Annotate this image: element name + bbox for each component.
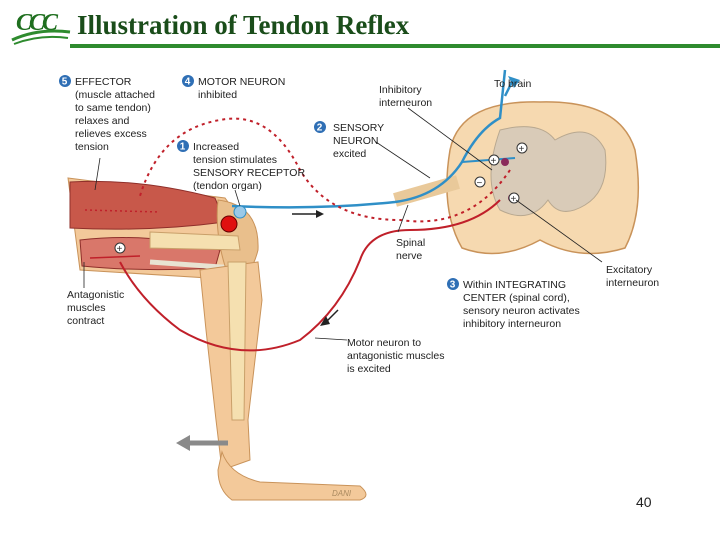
to-brain-arrowhead: [508, 76, 520, 88]
motor-direction-arrowhead: [320, 316, 330, 326]
step-5-number: 5: [62, 77, 68, 88]
leader-sensory-receptor: [234, 189, 241, 207]
motor-neuron-antagonistic-line-3: is excited: [347, 363, 391, 375]
step-3-line-2: CENTER (spinal cord),: [463, 292, 570, 304]
plus-sign-circle-4: [114, 242, 126, 254]
step-5-line-3: to same tendon): [75, 102, 151, 114]
excitatory-interneuron-line-2: interneuron: [606, 277, 659, 289]
minus-sign-circle: [474, 176, 486, 188]
to-brain-label: To brain: [494, 78, 532, 90]
leader-inhibitory-interneuron: [407, 107, 493, 171]
step-2-line-2: NEURON: [333, 135, 379, 147]
step-5-line-4: relaxes and: [75, 115, 129, 127]
step-5-badge: [59, 75, 71, 87]
plus-sign-3: +: [511, 194, 517, 205]
step-1-line-3: SENSORY RECEPTOR: [193, 167, 305, 179]
antagonistic-muscles-line-3: contract: [67, 315, 104, 327]
step-3-label: 3 Within INTEGRATING CENTER (spinal cord…: [447, 278, 580, 330]
step-3-line-3: sensory neuron activates: [463, 305, 580, 317]
step-3-number: 3: [450, 280, 456, 291]
step-2-line-3: excited: [333, 148, 366, 160]
plus-sign-circle-1: [488, 154, 500, 166]
plus-sign-4: +: [117, 244, 123, 255]
step-2-line-1: SENSORY: [333, 122, 384, 134]
sensory-direction-arrowhead: [316, 210, 324, 218]
sensory-neuron: [231, 69, 507, 209]
step-1-line-4: (tendon organ): [193, 180, 262, 192]
motor-neuron-antagonistic-line-1: Motor neuron to: [347, 337, 421, 349]
leader-spinal-nerve: [397, 204, 409, 233]
leg-movement-arrowhead: [176, 435, 190, 451]
foot: [217, 450, 367, 501]
step-4-label: 4 MOTOR NEURON inhibited: [182, 75, 285, 101]
tendon-organ-receptor: [233, 205, 247, 219]
step-1-line-2: tension stimulates: [193, 154, 277, 166]
artist-signature: DANI: [332, 489, 352, 498]
leader-motor-neuron-antagonistic: [314, 337, 348, 341]
inhibitory-interneuron-body: [501, 158, 509, 166]
step-5-line-2: (muscle attached: [75, 89, 155, 101]
antagonistic-muscles-line-1: Antagonistic: [67, 289, 124, 301]
step-1-number: 1: [180, 142, 186, 153]
step-3-badge: [447, 278, 459, 290]
antagonistic-muscles-line-2: muscles: [67, 302, 106, 314]
step-4-line-2: inhibited: [198, 89, 237, 101]
spinal-nerve-trunk: [393, 175, 460, 207]
spinal-nerve-line-2: nerve: [396, 250, 422, 262]
step-2-number: 2: [317, 123, 323, 134]
inhibitory-interneuron-line-1: Inhibitory: [379, 84, 422, 96]
tibia-bone: [227, 261, 247, 421]
step-2-label: 2 SENSORY NEURON excited: [314, 121, 384, 160]
title-underline: [70, 44, 720, 48]
step-5-line-5: relieves excess: [75, 128, 147, 140]
step-3-line-4: inhibitory interneuron: [463, 318, 561, 330]
motor-neuron-antagonistic-line-2: antagonistic muscles: [347, 350, 444, 362]
step-5-line-6: tension: [75, 141, 109, 153]
plus-sign-2: +: [519, 144, 525, 155]
leader-effector: [94, 157, 101, 191]
step-4-badge: [182, 75, 194, 87]
inhibitory-interneuron-line-2: interneuron: [379, 97, 432, 109]
page-number: 40: [636, 494, 652, 510]
step-2-badge: [314, 121, 326, 133]
leader-excitatory-interneuron: [515, 199, 603, 263]
leader-sensory-neuron: [375, 141, 431, 179]
spinal-nerve-line-1: Spinal: [396, 237, 425, 249]
step-1-label: 1 Increased tension stimulates SENSORY R…: [177, 140, 305, 192]
inhibited-motor-neuron: [139, 117, 511, 223]
step-4-line-1: MOTOR NEURON: [198, 76, 285, 88]
step-5-label: 5 EFFECTOR (muscle attached to same tend…: [59, 75, 155, 153]
step-1-badge: [177, 140, 189, 152]
step-3-line-1: Within INTEGRATING: [463, 279, 566, 291]
logo-text: CCC: [16, 10, 59, 36]
femur-bone: [149, 231, 241, 251]
plus-sign-circle-2: [516, 142, 528, 154]
college-logo: CCC: [11, 10, 71, 45]
step-4-number: 4: [185, 77, 191, 88]
plus-sign-1: +: [491, 156, 497, 167]
excitatory-interneuron-line-1: Excitatory: [606, 264, 653, 276]
slide-title: Illustration of Tendon Reflex: [77, 10, 410, 40]
step-1-line-1: Increased: [193, 141, 239, 153]
step-5-line-1: EFFECTOR: [75, 76, 132, 88]
minus-sign: −: [477, 178, 483, 189]
sensory-receptor-marker: [220, 215, 238, 233]
excited-motor-endings: [89, 255, 141, 259]
excited-motor-neuron: [119, 199, 501, 352]
